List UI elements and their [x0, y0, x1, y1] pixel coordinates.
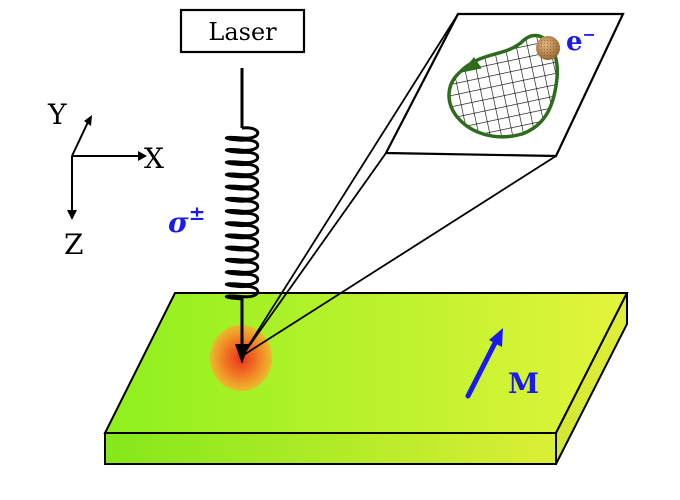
polarization-label: σ± [168, 201, 205, 239]
sample-slab-front [104, 432, 557, 465]
laser-beam-arrowhead [235, 344, 249, 364]
magnetization-arrow-icon [465, 328, 503, 399]
electron-orbit [447, 33, 559, 139]
x-axis-label: X [144, 142, 164, 175]
y-axis-line [71, 121, 89, 157]
laser-label: Laser [208, 18, 277, 46]
sample-slab-top [103, 292, 629, 434]
coordinate-axes: X Y Z [47, 98, 164, 261]
z-axis-arrowhead [67, 210, 77, 220]
x-axis-arrowhead [138, 151, 147, 161]
y-axis-label: Y [47, 98, 67, 131]
sample-slab-side [555, 292, 628, 465]
electron-label: e− [566, 25, 596, 57]
z-axis-label: Z [64, 228, 83, 261]
orbit-direction-arrow-icon [460, 57, 482, 73]
laser-box [179, 8, 306, 54]
zoom-panel: e− [384, 12, 625, 158]
laser-source: Laser [179, 8, 306, 54]
zoom-projection-lines [241, 13, 557, 357]
y-axis-arrowhead [84, 115, 92, 126]
magnetization-label: M [508, 367, 539, 400]
laser-beam-helix-icon [224, 68, 260, 364]
